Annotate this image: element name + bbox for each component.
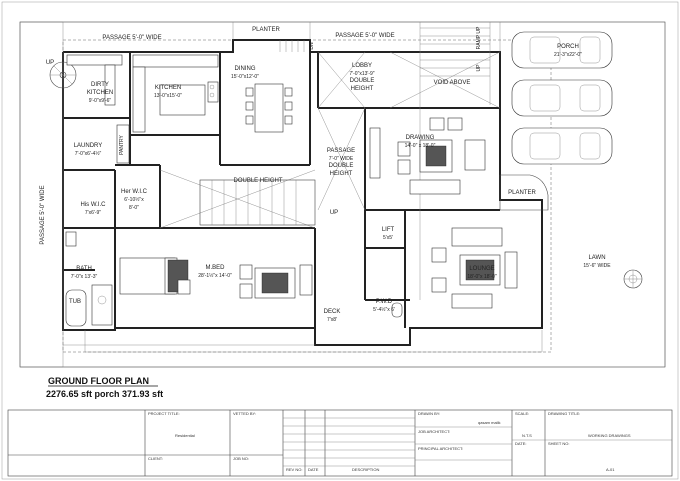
building-walls: [62, 39, 543, 346]
tb-project-title-label: PROJECT TITLE:: [148, 411, 180, 416]
main-staircase: [199, 179, 316, 226]
label-ramp-up: RAMP UP: [476, 26, 482, 49]
label-deck: DECK: [324, 309, 341, 315]
label-laundry-dim: 7'-0"x6'-4½": [75, 150, 102, 157]
label-passage-top-right: PASSAGE 5'-0" WIDE: [335, 33, 394, 39]
label-bath-dim: 7'-0"x 13'-3": [71, 274, 98, 280]
tb-project-title-value: Residential: [175, 433, 195, 438]
label-passage-top: PASSAGE 5'-0" WIDE: [102, 35, 161, 41]
tb-sheet-no-label: SHEET NO:: [548, 441, 570, 446]
spiral-stair: [49, 61, 77, 89]
tb-vetted-by-label: VETTED BY:: [233, 411, 256, 416]
dining-table: [245, 83, 293, 133]
label-planter-top: PLANTER: [252, 27, 280, 33]
tb-date-label: DATE:: [515, 441, 526, 446]
label-drawing: DRAWING: [406, 135, 435, 141]
auxiliary-lines: [19, 21, 666, 368]
tb-date-col-label: DATE: [308, 467, 319, 472]
porch-cars: [511, 31, 613, 165]
tb-drawing-title-label: DRAWING TITLE:: [548, 411, 580, 416]
top-steps: [279, 40, 305, 52]
pwd-fixtures: [391, 302, 403, 318]
lawn-tree-symbol: [623, 269, 643, 289]
plan-area: 2276.65 sft porch 371.93 sft: [46, 389, 163, 399]
ramp: [420, 27, 490, 77]
label-mbed: M.BED: [205, 265, 225, 271]
tb-sheet-no-value: A-01: [606, 467, 615, 472]
label-dining: DINING: [235, 66, 256, 72]
label-lobby: LOBBY: [352, 63, 372, 69]
label-porch: PORCH: [557, 44, 579, 50]
title-block-text: PROJECT TITLE: Residential VETTED BY: DR…: [148, 411, 631, 472]
double-height-markers: [159, 51, 501, 229]
title-block: [7, 409, 673, 477]
tb-rev-no-label: REV NO:: [286, 467, 302, 472]
label-pantry: PANTRY: [119, 134, 125, 154]
label-passage-mid-dh-2: HEIGHT: [330, 171, 353, 177]
label-kitchen: KITCHEN: [155, 85, 181, 91]
tb-job-no-label: JOB NO:: [233, 456, 249, 461]
label-double-height: DOUBLE HEIGHT: [233, 178, 282, 184]
kitchen-fixtures: [66, 54, 219, 133]
label-passage-mid-dh: DOUBLE: [329, 163, 354, 169]
label-mbed-dim: 28'-1½"x 14'-0": [198, 272, 232, 279]
label-passage-left: PASSAGE 5'-0" WIDE: [40, 185, 46, 244]
label-her-wic: Her W.I.C: [121, 189, 148, 195]
tb-drawing-title-value: WORKING DRAWINGS: [588, 433, 631, 438]
label-ramp-up-2: UP: [476, 64, 482, 72]
plot-boundary: [19, 21, 666, 368]
tb-scale-label: SCALE:: [515, 411, 529, 416]
label-bath: BATH: [76, 266, 92, 272]
label-his-wic: His W.I.C: [81, 202, 107, 208]
label-drawing-dim: 14'-0" x 18'-0": [405, 143, 436, 149]
label-passage-mid: PASSAGE: [327, 148, 355, 154]
plan-title: GROUND FLOOR PLAN: [48, 376, 149, 386]
label-lobby-dim: 7'-0"x13'-9": [349, 71, 374, 77]
tb-client-label: CLIENT:: [148, 456, 163, 461]
label-dirty-kitchen: DIRTY: [91, 82, 109, 88]
label-laundry: LAUNDRY: [74, 143, 103, 149]
label-lobby-dh-2: HEIGHT: [351, 86, 374, 92]
label-lift: LIFT: [382, 227, 395, 233]
label-lounge: LOUNGE: [469, 266, 494, 272]
label-void-above: VOID ABOVE: [434, 80, 471, 86]
label-pwd-dim: 5'-4½"x 6': [373, 306, 395, 313]
label-up-mid: UP: [330, 210, 338, 216]
label-pwd: P.W.D: [376, 299, 393, 305]
label-porch-dim: 21'-3"x22'-0": [554, 52, 582, 58]
label-lounge-dim: 18'-0"x 18'-0": [467, 274, 497, 280]
tb-drawn-by-label: DRAWN BY:: [418, 411, 440, 416]
label-her-wic-dim: 6'-10½"x: [124, 196, 144, 203]
planter-curve: [499, 174, 549, 211]
label-planter-right: PLANTER: [508, 190, 536, 196]
pantry-shelf: [116, 124, 130, 164]
label-dirty-kitchen-dim: 9'-0"x9'-6": [89, 98, 112, 104]
label-deck-dim: 7'x8': [327, 317, 337, 323]
label-lobby-dh: DOUBLE: [350, 78, 375, 84]
label-passage-mid-dim: 7'-0" WIDE: [329, 156, 354, 162]
label-her-wic-dim-2: 8'-0": [129, 205, 139, 211]
lounge-furniture: [431, 227, 518, 309]
master-bed-furniture: [119, 257, 313, 299]
label-dn: DN: [309, 42, 315, 50]
tb-scale-value: N.T.S: [522, 433, 532, 438]
label-up-stair: UP: [46, 60, 54, 66]
tb-job-architect-label: JOB ARCHITECT:: [418, 429, 450, 434]
room-labels: PASSAGE 5'-0" WIDE PLANTER PASSAGE 5'-0"…: [40, 26, 611, 323]
label-dirty-kitchen-2: KITCHEN: [87, 90, 113, 96]
label-lawn-dim: 15'-6" WIDE: [583, 263, 611, 269]
label-his-wic-dim: 7'x6'-9": [85, 210, 101, 216]
tb-principal-architect-label: PRINCIPAL ARCHITECT:: [418, 446, 463, 451]
label-lawn: LAWN: [588, 255, 605, 261]
label-lift-dim: 5'x5': [383, 235, 393, 241]
bath-fixtures: [65, 231, 113, 327]
label-dining-dim: 15'-0"x12'-0": [231, 74, 259, 80]
tb-description-label: DESCRIPTION: [352, 467, 379, 472]
label-kitchen-dim: 13'-0"x15'-0": [154, 93, 182, 99]
label-tub: TUB: [69, 299, 81, 305]
drawing-room-furniture: [369, 117, 486, 195]
tb-drawn-by-value: qasam malik: [478, 420, 500, 425]
